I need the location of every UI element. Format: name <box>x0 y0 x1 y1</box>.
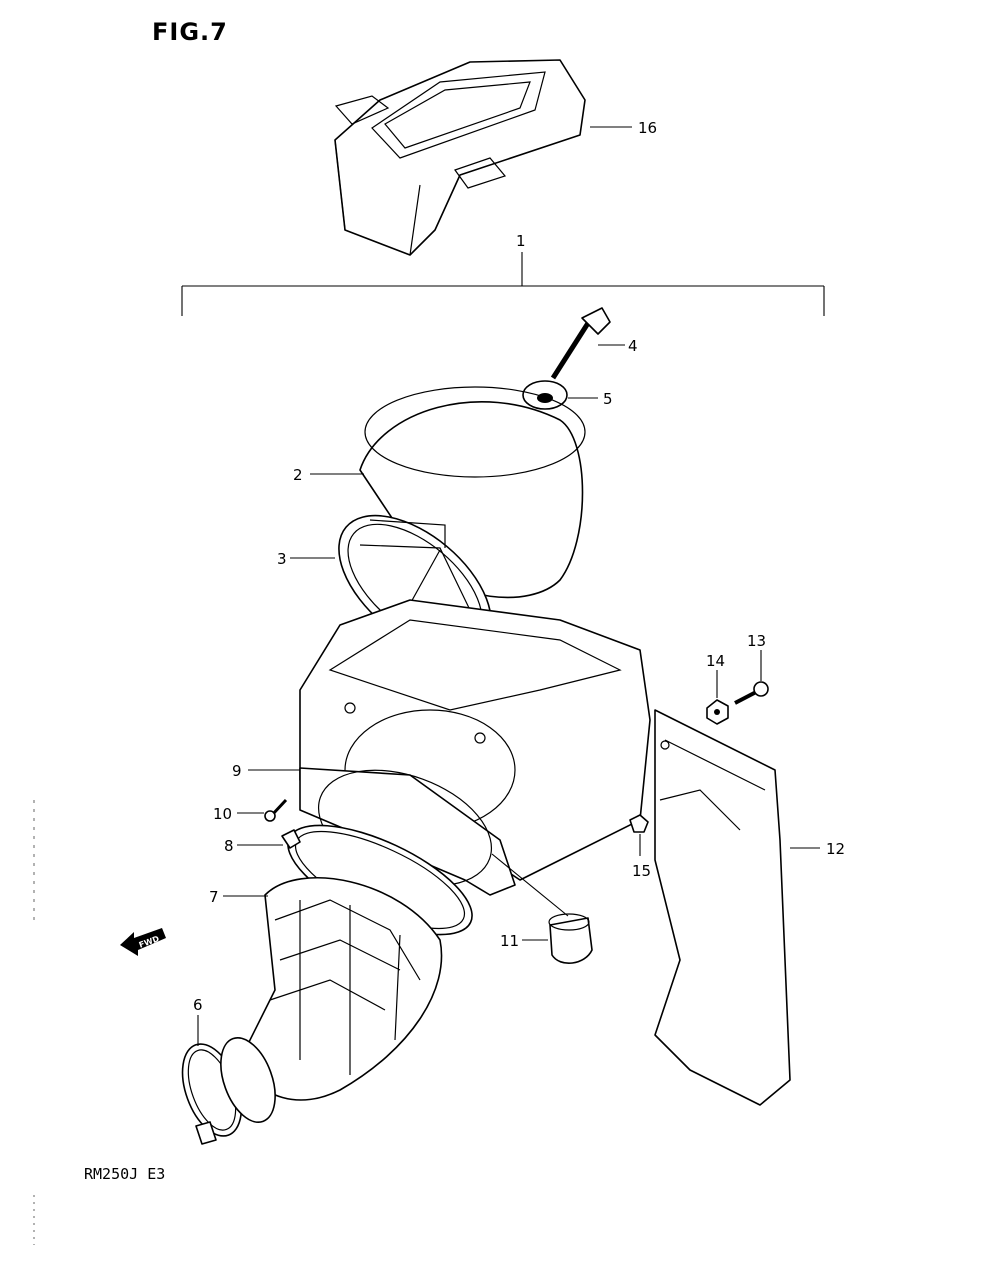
callout-8: 8 <box>224 837 234 855</box>
callout-1: 1 <box>516 232 526 250</box>
part-4-wing-bolt[interactable] <box>550 307 611 380</box>
callout-12: 12 <box>826 840 845 858</box>
callout-3: 3 <box>277 550 287 568</box>
callout-15: 15 <box>632 862 651 880</box>
callout-11: 11 <box>500 932 519 950</box>
part-15-clip[interactable] <box>629 814 649 856</box>
figure-title: FIG.7 <box>152 18 228 46</box>
callout-4: 4 <box>628 337 638 355</box>
callout-16: 16 <box>638 119 657 137</box>
callout-10: 10 <box>213 805 232 823</box>
callout-7: 7 <box>209 888 219 906</box>
part-11-plug[interactable] <box>491 853 593 964</box>
part-13-screw[interactable] <box>734 650 769 705</box>
forward-arrow-icon: FWD <box>120 928 166 956</box>
callout-14: 14 <box>706 652 725 670</box>
part-16-cover[interactable] <box>334 59 586 256</box>
part-6-hose-clamp[interactable] <box>171 1015 285 1145</box>
part-10-screw[interactable] <box>264 798 288 822</box>
callout-9: 9 <box>232 762 242 780</box>
part-5-washer[interactable] <box>522 380 568 410</box>
model-code: RM250J E3 <box>84 1165 166 1183</box>
callout-2: 2 <box>293 466 303 484</box>
callout-13: 13 <box>747 632 766 650</box>
callout-6: 6 <box>193 996 203 1014</box>
part-12-side-duct[interactable] <box>654 709 791 1106</box>
assembly-bracket <box>181 252 825 316</box>
part-14-nut[interactable] <box>706 670 729 725</box>
callout-5: 5 <box>603 390 613 408</box>
part-7-intake-boot[interactable] <box>239 876 443 1101</box>
